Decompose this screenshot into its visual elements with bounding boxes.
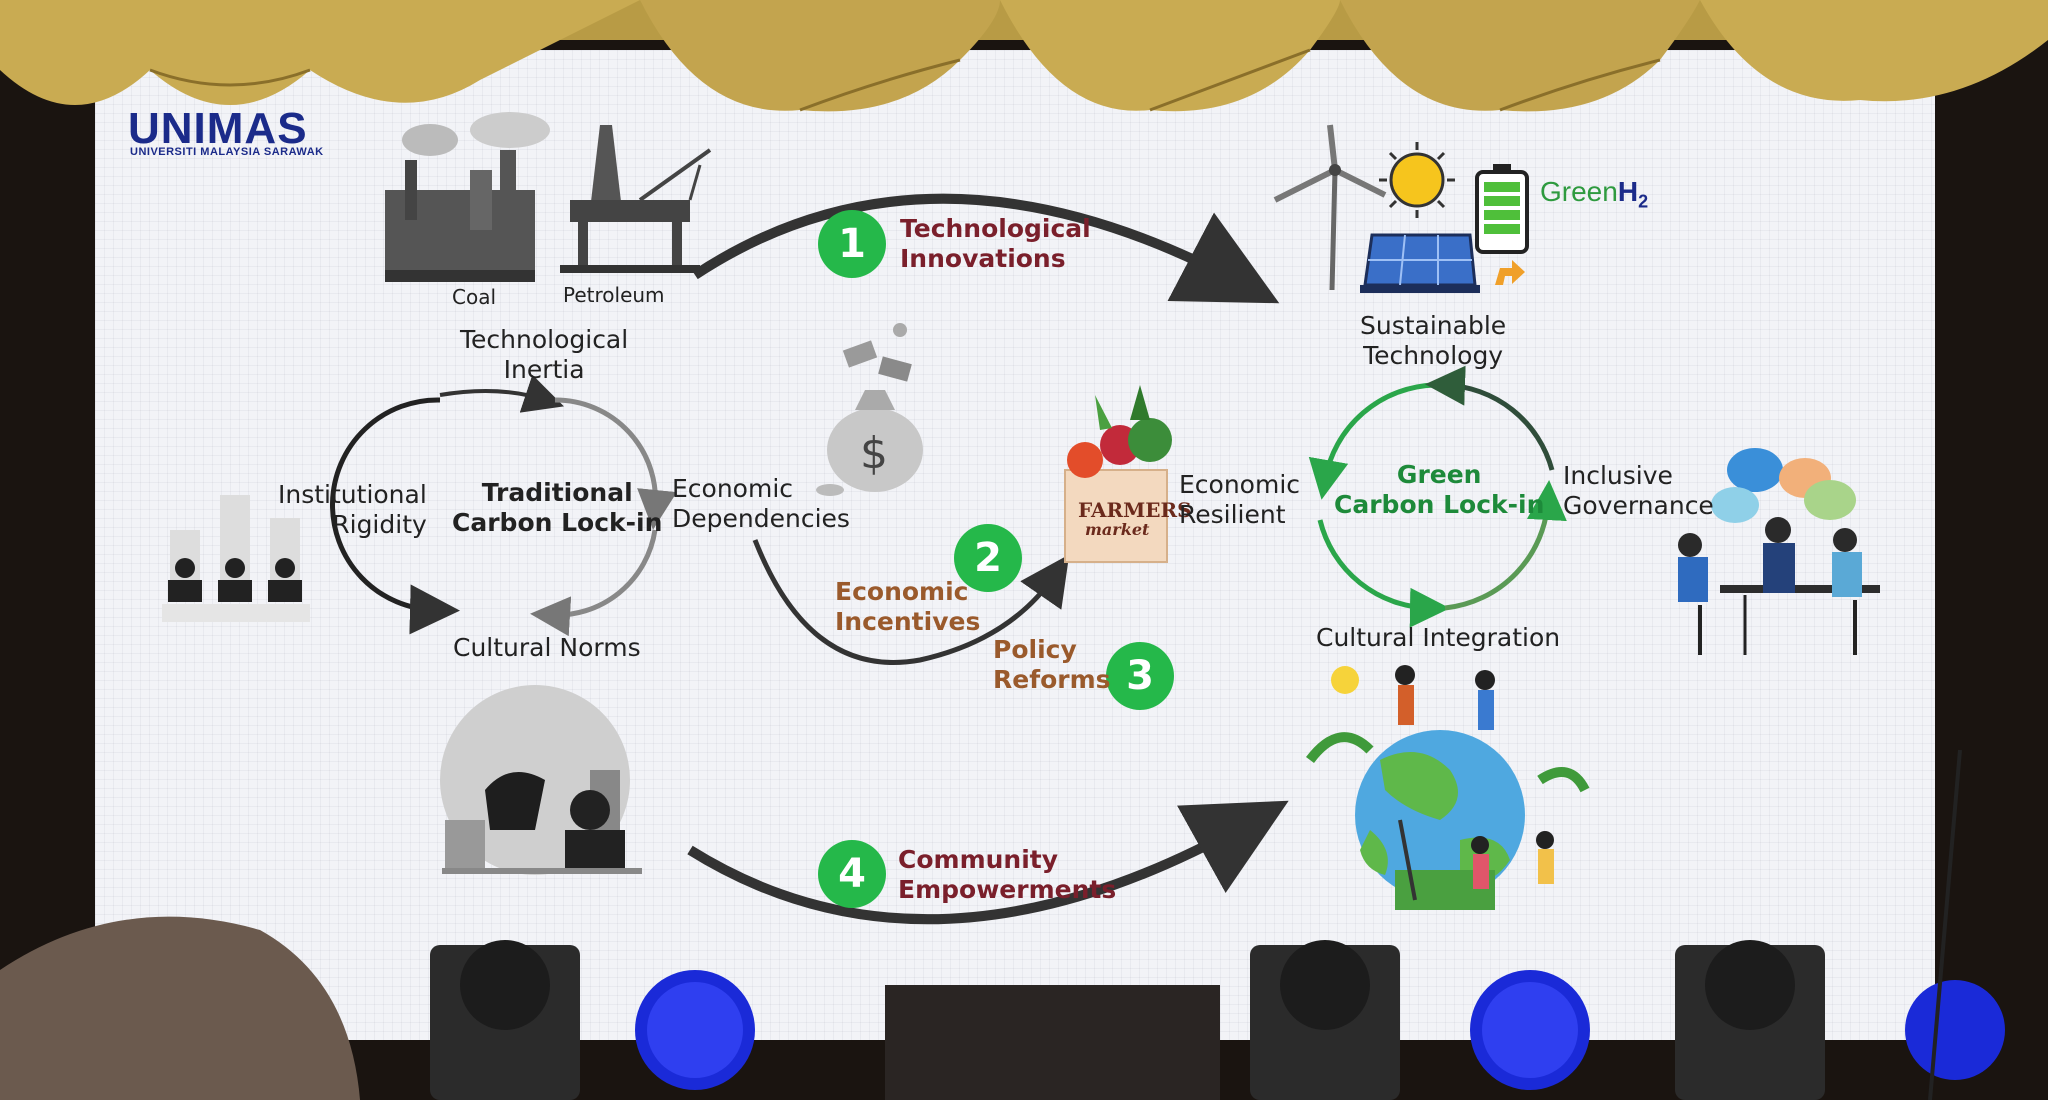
solar-panel-icon xyxy=(1360,233,1480,293)
wind-turbine-icon xyxy=(1273,124,1387,291)
step-1-badge: 1 xyxy=(818,210,886,278)
economic-dependencies-line2: Dependencies xyxy=(672,504,850,533)
community-empowerments-arrow xyxy=(687,800,1289,925)
step-2-badge: 2 xyxy=(954,524,1022,592)
battery-icon xyxy=(1475,164,1529,285)
green-h2-label: GreenH2 xyxy=(1540,176,1648,213)
sustainable-technology-line2: Technology xyxy=(1363,341,1504,370)
step-4-badge: 4 xyxy=(818,840,886,908)
inclusive-governance-line2: Governance xyxy=(1563,491,1714,520)
petroleum-rig-illustration xyxy=(560,125,712,273)
stage-equipment xyxy=(0,749,2005,1100)
step-2-line2: Incentives xyxy=(835,607,981,636)
inclusive-governance-label: Inclusive Governance xyxy=(1563,461,1714,521)
inclusive-governance-line1: Inclusive xyxy=(1563,461,1673,490)
traditional-cycle xyxy=(329,374,677,637)
money-bag-icon: $ xyxy=(816,323,923,496)
traditional-title-line2: Carbon Lock-in xyxy=(452,508,663,537)
coal-plant-illustration xyxy=(385,112,550,282)
cultural-norms-illustration xyxy=(440,685,642,875)
step-1-label: Technological Innovations xyxy=(900,214,1091,274)
technological-inertia-line2: Inertia xyxy=(503,355,585,384)
green-h2-formula: H xyxy=(1617,176,1639,207)
step-3-badge: 3 xyxy=(1106,642,1174,710)
sustainable-technology-label: Sustainable Technology xyxy=(1360,311,1506,371)
step-1-line2: Innovations xyxy=(900,244,1066,273)
sustainable-technology-line1: Sustainable xyxy=(1360,311,1507,340)
petroleum-label: Petroleum xyxy=(563,283,665,307)
institutional-figures-icon xyxy=(162,495,310,622)
step-3-label: Policy Reforms xyxy=(993,635,1111,695)
cultural-integration-label: Cultural Integration xyxy=(1316,623,1561,652)
institutional-rigidity-line1: Institutional xyxy=(278,480,427,509)
green-lock-in-title: Green Carbon Lock-in xyxy=(1334,460,1544,520)
institutional-rigidity-label: Institutional Rigidity xyxy=(278,480,427,540)
earth-community-illustration xyxy=(1306,665,1590,910)
unimas-logo: UNIMAS xyxy=(128,104,308,153)
institutional-rigidity-line2: Rigidity xyxy=(332,510,427,539)
green-cycle xyxy=(1308,365,1567,628)
technological-inertia-label: Technological Inertia xyxy=(460,325,628,385)
step-3-line2: Reforms xyxy=(993,665,1111,694)
green-h2-prefix: Green xyxy=(1540,176,1618,207)
economic-incentives-arrow xyxy=(752,539,1070,665)
coal-label: Coal xyxy=(452,285,497,309)
cultural-norms-label: Cultural Norms xyxy=(453,633,641,662)
sun-icon xyxy=(1379,142,1455,218)
economic-resilient-label: Economic Resilient xyxy=(1179,470,1300,530)
step-4-line2: Empowerments xyxy=(898,875,1117,904)
traditional-lock-in-title: Traditional Carbon Lock-in xyxy=(452,478,662,538)
svg-text:$: $ xyxy=(860,428,888,479)
technological-inertia-line1: Technological xyxy=(460,325,629,354)
economic-resilient-line1: Economic xyxy=(1179,470,1301,499)
farmers-label: FARMERS xyxy=(1078,498,1192,522)
step-1-line1: Technological xyxy=(900,214,1091,243)
green-title-line1: Green xyxy=(1396,460,1482,489)
green-title-line2: Carbon Lock-in xyxy=(1334,490,1545,519)
market-label: market xyxy=(1085,520,1150,539)
technological-innovations-arrow xyxy=(692,193,1280,304)
step-4-label: Community Empowerments xyxy=(898,845,1116,905)
unimas-logo-subtitle: UNIVERSITI MALAYSIA SARAWAK xyxy=(130,146,324,158)
step-3-line1: Policy xyxy=(993,635,1077,664)
green-h2-subscript: 2 xyxy=(1638,191,1649,212)
step-2-line1: Economic xyxy=(835,577,969,606)
curtain-valance xyxy=(0,0,2048,112)
traditional-title-line1: Traditional xyxy=(481,478,633,507)
economic-dependencies-label: Economic Dependencies xyxy=(672,474,850,534)
step-2-label: Economic Incentives xyxy=(835,577,980,637)
inclusive-governance-illustration xyxy=(1678,448,1880,655)
step-4-line1: Community xyxy=(898,845,1059,874)
economic-resilient-line2: Resilient xyxy=(1179,500,1286,529)
farmers-market-bag-icon xyxy=(1064,385,1172,563)
economic-dependencies-line1: Economic xyxy=(672,474,794,503)
